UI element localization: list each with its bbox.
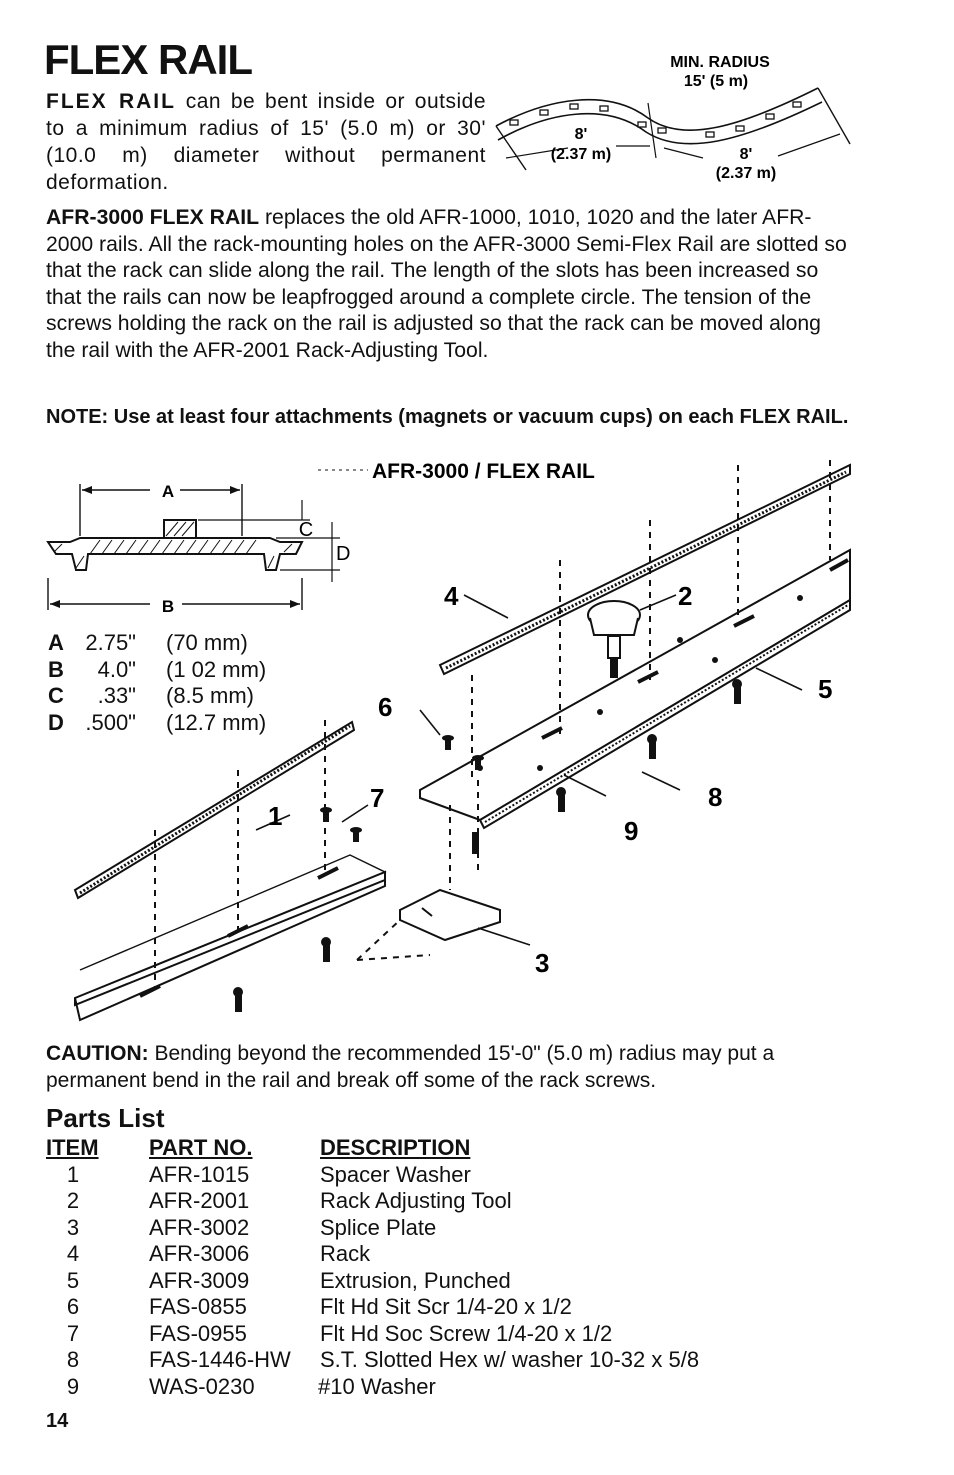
dim-mm: (12.7 mm) — [166, 709, 267, 735]
callout-1: 1 — [268, 801, 282, 831]
part-description: S.T. Slotted Hex w/ washer 10-32 x 5/8 — [320, 1347, 700, 1372]
dim-mm: (1 02 mm) — [166, 656, 267, 682]
callout-9: 9 — [624, 816, 638, 846]
note-text: NOTE: Use at least four attachments (mag… — [46, 406, 849, 428]
item-number: 6 — [66, 1294, 80, 1319]
part-description: Rack — [320, 1241, 371, 1266]
part-description: Rack Adjusting Tool — [320, 1188, 512, 1213]
para-bold: AFR-3000 FLEX RAIL — [46, 206, 260, 229]
table-row: 8 FAS-1446-HW S.T. Slotted Hex w/ washer 1… — [46, 1347, 826, 1374]
item-number: 9 — [66, 1373, 80, 1399]
dim-letter: C — [48, 683, 64, 708]
dim-a-label: A — [162, 482, 174, 501]
item-number: 7 — [66, 1320, 80, 1346]
parts-list-table: ITEM PART NO. DESCRIPTION 1 AFR-1015 Space… — [46, 1135, 826, 1400]
part-number: WAS-0230 — [149, 1373, 255, 1399]
callout-2: 2 — [678, 581, 692, 611]
item-number: 1 — [66, 1161, 80, 1187]
table-row: 2 AFR-2001 Rack Adjusting Tool — [46, 1188, 826, 1215]
dim-letter: D — [48, 709, 64, 735]
exploded-view-drawing: AFR-3000 / FLEX RAIL — [73, 460, 851, 1022]
table-row: 5 AFR-3009 Extrusion, Punched — [46, 1268, 826, 1295]
segment2-ft: 8' — [740, 146, 753, 163]
callout-7: 7 — [370, 783, 384, 813]
header-part-no: PART NO. — [149, 1135, 253, 1160]
dim-mm: (8.5 mm) — [166, 683, 254, 708]
part-description: Flt Hd Sit Scr 1/4-20 x 1/2 — [320, 1294, 572, 1319]
part-description: Spacer Washer — [320, 1161, 471, 1187]
header-description: DESCRIPTION — [320, 1135, 471, 1160]
table-row: 7 FAS-0955 Flt Hd Soc Screw 1/4-20 x 1/2 — [46, 1321, 826, 1348]
part-description: Splice Plate — [320, 1214, 437, 1240]
min-radius-label: MIN. RADIUS — [670, 54, 770, 71]
caution-label: CAUTION: — [46, 1042, 149, 1065]
item-number: 3 — [66, 1214, 80, 1240]
dim-inch: .500" — [85, 709, 136, 735]
part-number: AFR-3009 — [149, 1267, 250, 1293]
part-description: Extrusion, Punched — [320, 1267, 511, 1293]
dim-inch: 4.0" — [97, 656, 136, 682]
caution-paragraph: CAUTION: Bending beyond the recommended … — [46, 1041, 851, 1094]
table-row: 6 FAS-0855 Flt Hd Sit Scr 1/4-20 x 1/2 — [46, 1294, 826, 1321]
description-paragraph: AFR-3000 FLEX RAIL replaces the old AFR-… — [46, 205, 851, 364]
part-description: Flt Hd Soc Screw 1/4-20 x 1/2 — [320, 1320, 613, 1346]
part-number: AFR-2001 — [149, 1188, 250, 1213]
intro-paragraph: FLEX RAIL can be bent inside or outside … — [46, 88, 486, 196]
part-number: AFR-3002 — [149, 1214, 250, 1240]
callout-3: 3 — [535, 948, 549, 978]
para-text: replaces the old AFR-1000, 1010, 1020 an… — [46, 206, 847, 362]
item-number: 2 — [66, 1188, 80, 1213]
part-number: AFR-1015 — [149, 1161, 250, 1187]
parts-list-title: Parts List — [46, 1103, 165, 1133]
part-description: #10 Washer — [318, 1373, 436, 1399]
dim-mm: (70 mm) — [166, 630, 248, 655]
part-number: AFR-3006 — [149, 1241, 250, 1266]
dim-inch: 2.75" — [85, 630, 136, 655]
dim-inch: .33" — [97, 683, 136, 708]
cross-section-drawing: A C D B — [46, 482, 350, 616]
dim-c-label: C — [299, 519, 313, 541]
table-row: 1 AFR-1015 Spacer Washer — [46, 1162, 826, 1189]
table-row: 9 WAS-0230 #10 Washer — [46, 1374, 826, 1401]
segment1-ft: 8' — [575, 126, 588, 143]
item-number: 8 — [66, 1347, 80, 1372]
segment1-m: (2.37 m) — [551, 146, 611, 163]
dim-b-label: B — [162, 597, 174, 616]
callout-8: 8 — [708, 782, 722, 812]
item-number: 4 — [66, 1241, 80, 1266]
min-radius-value: 15' (5 m) — [684, 73, 748, 90]
table-row: 4 AFR-3006 Rack — [46, 1241, 826, 1268]
item-number: 5 — [66, 1267, 80, 1293]
table-row: 3 AFR-3002 Splice Plate — [46, 1215, 826, 1242]
page-title: FLEX RAIL — [44, 36, 253, 83]
part-number: FAS-0955 — [149, 1320, 247, 1346]
min-radius-figure: MIN. RADIUS 15' (5 m) 8' (2.37 m) 8' (2.… — [495, 54, 851, 182]
part-number: FAS-1446-HW — [149, 1347, 291, 1372]
exploded-view-title: AFR-3000 / FLEX RAIL — [372, 460, 595, 483]
dim-d-label: D — [336, 543, 350, 565]
parts-list-header: ITEM PART NO. DESCRIPTION — [46, 1135, 826, 1162]
intro-bold: FLEX RAIL — [46, 90, 176, 113]
page-number: 14 — [46, 1410, 69, 1432]
segment2-m: (2.37 m) — [716, 165, 776, 182]
part-number: FAS-0855 — [149, 1294, 247, 1319]
dim-letter: A — [48, 630, 64, 655]
dim-letter: B — [48, 656, 64, 682]
callout-4: 4 — [444, 581, 459, 611]
intro-text: can be bent inside or outside to a minim… — [46, 90, 486, 194]
callout-6: 6 — [378, 692, 392, 722]
callout-5: 5 — [818, 674, 832, 704]
caution-text: Bending beyond the recommended 15'-0" (5… — [46, 1042, 775, 1092]
header-item: ITEM — [46, 1135, 99, 1160]
